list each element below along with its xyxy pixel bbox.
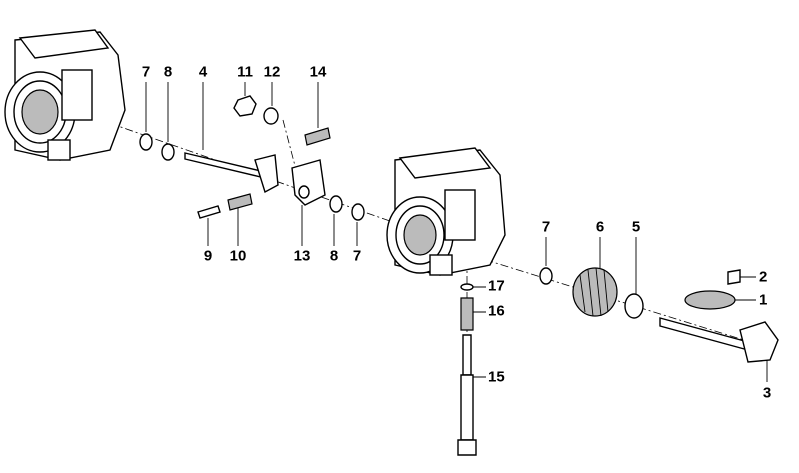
washer-7-left	[139, 133, 153, 151]
shaft-3	[659, 317, 779, 363]
spring-14	[304, 127, 331, 146]
washer-7-right	[539, 267, 553, 285]
label-12: 12	[263, 63, 281, 81]
spring-10	[227, 193, 253, 211]
label-7: 7	[141, 63, 151, 81]
spring-16	[460, 297, 474, 331]
leader-lines-far-right	[735, 276, 768, 382]
washer-12	[263, 107, 279, 125]
lever-13	[291, 159, 326, 206]
leader-lines-right	[545, 237, 637, 294]
label-8: 8	[163, 63, 173, 81]
label-2: 2	[759, 268, 768, 286]
label-14: 14	[309, 63, 327, 81]
label-4: 4	[198, 63, 208, 81]
leader-lines-middle	[207, 205, 358, 246]
label-3: 3	[762, 384, 772, 402]
label-8-mid: 8	[329, 247, 339, 265]
washer-8-left	[161, 143, 175, 161]
washer-7-mid	[351, 203, 365, 221]
label-10: 10	[229, 247, 247, 265]
plate-1	[684, 290, 736, 310]
label-13: 13	[293, 247, 311, 265]
o-ring-17	[460, 283, 474, 291]
screw-2	[727, 269, 741, 285]
carburetor-left	[4, 29, 126, 161]
label-1: 1	[759, 291, 768, 309]
screw-9	[197, 205, 221, 219]
label-5: 5	[631, 218, 641, 236]
label-7-right: 7	[541, 218, 551, 236]
label-17: 17	[488, 277, 505, 295]
leader-lines-vertical	[473, 286, 486, 378]
shaft-4	[184, 152, 279, 194]
bushing-5	[624, 293, 644, 319]
label-9: 9	[203, 247, 213, 265]
screw-15	[457, 334, 477, 456]
leader-lines-top	[145, 82, 319, 150]
label-15: 15	[488, 368, 505, 386]
label-7-mid: 7	[352, 247, 362, 265]
nut-11	[233, 95, 257, 117]
spring-6	[572, 267, 618, 317]
label-11: 11	[237, 63, 253, 81]
label-6: 6	[595, 218, 605, 236]
label-16: 16	[488, 302, 505, 320]
washer-8-mid	[329, 195, 343, 213]
carburetor-right	[386, 147, 506, 276]
